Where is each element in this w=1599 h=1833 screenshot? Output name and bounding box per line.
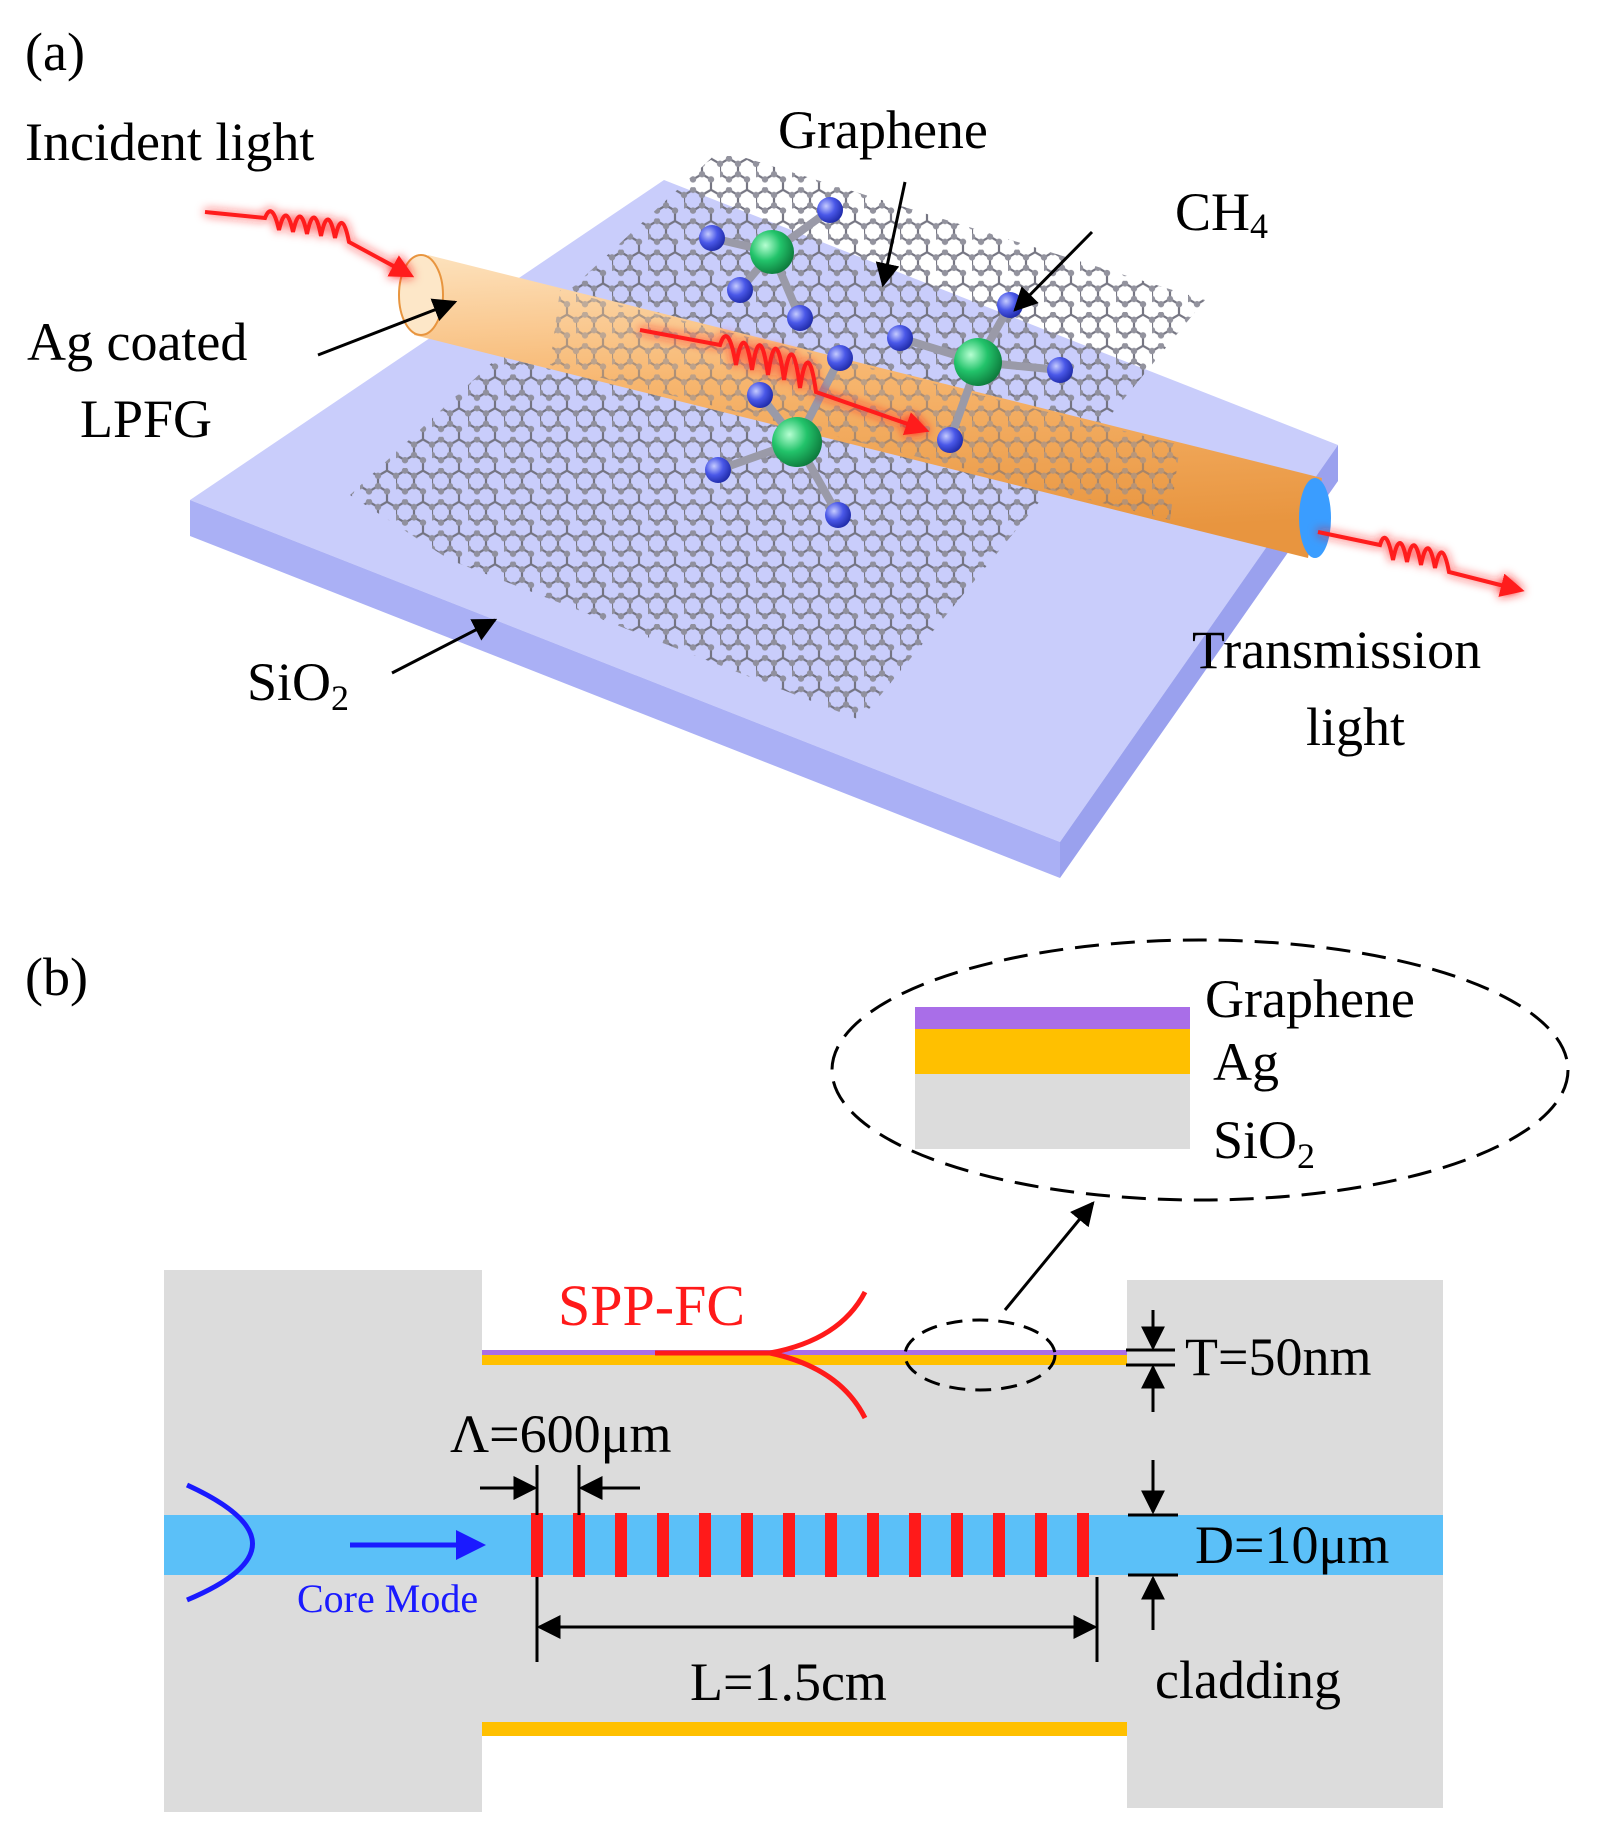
fiber-cross-section — [164, 1270, 1443, 1812]
core-mode-label: Core Mode — [297, 1576, 478, 1621]
lpfg-label: LPFG — [80, 389, 212, 449]
sio2-pointer — [391, 618, 498, 675]
transmission-light-label: light — [1306, 697, 1405, 757]
stack-graphene-layer — [915, 1007, 1190, 1029]
panel-b: (b) — [25, 938, 1570, 1812]
ch4-main: CH — [1175, 182, 1250, 242]
sio2-label-a: SiO2 — [247, 652, 349, 718]
panel-b-label: (b) — [25, 947, 88, 1007]
period-label: Λ=600μm — [450, 1404, 672, 1464]
stack-sio2-subscript: 2 — [1297, 1136, 1315, 1176]
length-dimension — [535, 1577, 1099, 1662]
incident-light-wave — [204, 209, 415, 278]
layer-stack — [915, 1007, 1190, 1149]
ch4-subscript: 4 — [1250, 206, 1268, 246]
period-dimension — [480, 1465, 640, 1515]
graphene-pointer — [875, 181, 907, 288]
cladding-label: cladding — [1155, 1650, 1341, 1710]
diameter-dimension — [1128, 1460, 1178, 1630]
sio2-subscript-a: 2 — [331, 678, 349, 718]
graphene-label: Graphene — [778, 100, 988, 160]
ag-layer-bottom — [482, 1722, 1127, 1736]
transmission-light-wave — [1317, 530, 1525, 597]
lpfg-grating — [531, 1513, 1089, 1577]
stack-ag-label: Ag — [1213, 1032, 1279, 1092]
zoom-callout — [830, 938, 1570, 1202]
length-label: L=1.5cm — [690, 1652, 887, 1712]
spp-fc-label: SPP-FC — [558, 1273, 745, 1338]
thickness-dimension — [1126, 1310, 1175, 1412]
ch4-molecule-3 — [705, 345, 853, 528]
spp-fc-wave — [655, 1290, 868, 1420]
stack-sio2-layer — [915, 1074, 1190, 1149]
sio2-main-a: SiO — [247, 652, 331, 712]
ag-coated-pointer — [317, 298, 458, 357]
diameter-label: D=10μm — [1195, 1515, 1389, 1575]
zoom-region-marker — [903, 1318, 1057, 1392]
transmission-label: Transmission — [1192, 620, 1481, 680]
graphene-layer-top — [482, 1350, 1127, 1355]
internal-light-wave — [639, 328, 930, 436]
stack-ag-layer — [915, 1029, 1190, 1074]
ch4-pointer — [1013, 230, 1094, 312]
core-mode-curve — [185, 1482, 255, 1603]
incident-light-label: Incident light — [25, 112, 314, 172]
zoom-pointer — [1003, 1201, 1095, 1311]
stack-sio2-main: SiO — [1213, 1110, 1297, 1170]
ag-layer-top — [482, 1355, 1127, 1365]
stack-sio2-label: SiO2 — [1213, 1110, 1315, 1176]
ag-coated-label: Ag coated — [27, 312, 247, 372]
panel-a: (a) Incident light Graphene CH4 Ag coate… — [25, 22, 1525, 878]
ch4-molecule-1 — [699, 197, 843, 331]
panel-a-label: (a) — [25, 22, 85, 82]
ch4-label: CH4 — [1175, 182, 1268, 246]
thickness-label: T=50nm — [1185, 1327, 1371, 1387]
stack-graphene-label: Graphene — [1205, 969, 1415, 1029]
